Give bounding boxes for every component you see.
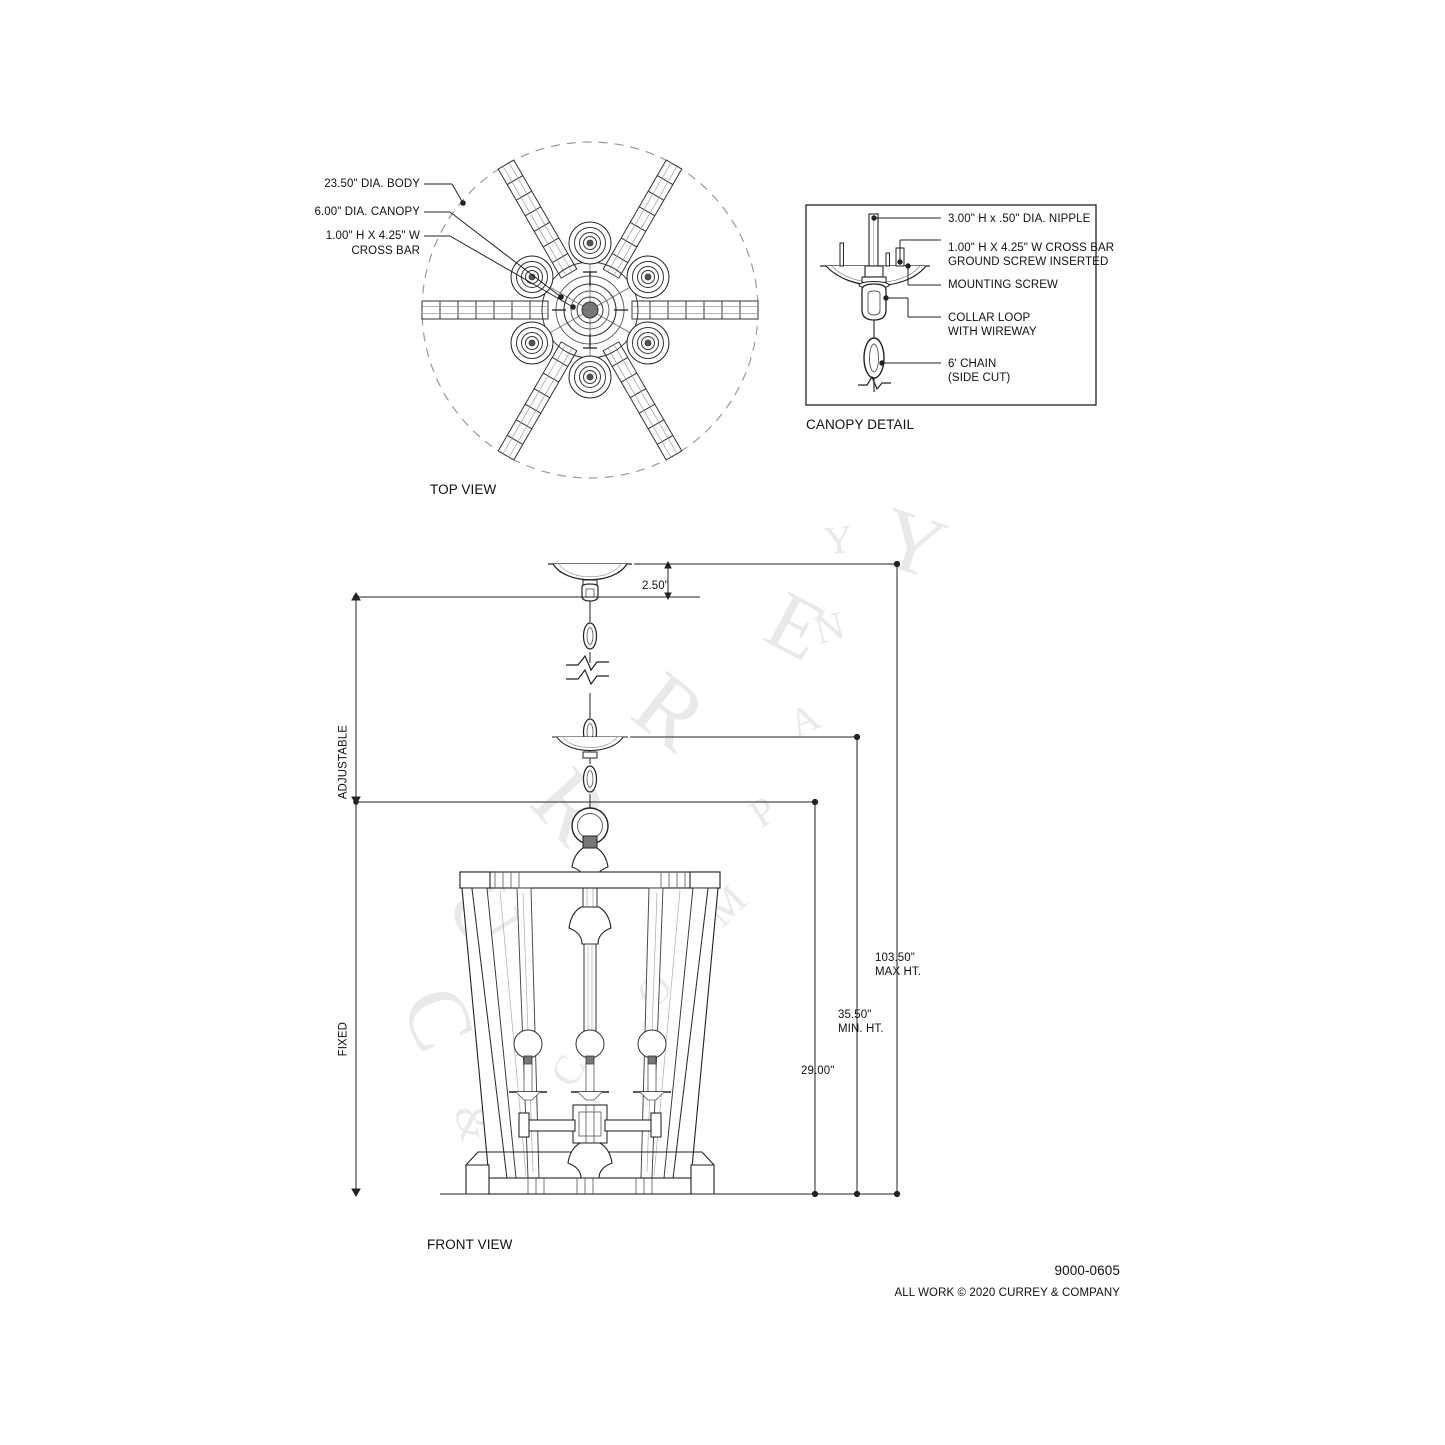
top-view-title: TOP VIEW <box>430 482 497 497</box>
canopy-callout-collar-loop-line2: WITH WIREWAY <box>948 326 1037 338</box>
front-view-drawing <box>440 563 740 1195</box>
zone-label-fixed: FIXED <box>337 1022 350 1057</box>
callout-cross-bar-line1: 1.00" H X 4.25" W <box>325 230 420 242</box>
canopy-callout-crossbar-line1: 1.00" H X 4.25" W CROSS BAR <box>948 242 1115 254</box>
dimension-body-height: 29.00" <box>801 1065 835 1077</box>
copyright-notice: ALL WORK © 2020 CURREY & COMPANY <box>894 1287 1120 1299</box>
front-view-title: FRONT VIEW <box>427 1237 513 1252</box>
canopy-callout-chain-line1: 6' CHAIN <box>948 358 997 370</box>
dimension-canopy-drop: 2.50" <box>642 580 669 592</box>
part-number: 9000-0605 <box>1054 1263 1120 1278</box>
zone-label-adjustable: ADJUSTABLE <box>337 725 350 800</box>
canopy-detail-drawing <box>805 204 1097 406</box>
dimension-max-height-line2: MAX HT. <box>875 966 922 978</box>
canopy-callout-collar-loop-line1: COLLAR LOOP <box>948 312 1031 324</box>
dimension-min-height-line2: MIN. HT. <box>838 1023 884 1035</box>
canopy-detail-title: CANOPY DETAIL <box>806 417 915 432</box>
callout-body-diameter: 23.50" DIA. BODY <box>324 178 420 190</box>
callout-canopy-diameter: 6.00" DIA. CANOPY <box>314 206 420 218</box>
callout-cross-bar-line2: CROSS BAR <box>351 245 420 257</box>
canopy-callout-mounting-screw: MOUNTING SCREW <box>948 279 1059 291</box>
canopy-callout-crossbar-line2: GROUND SCREW INSERTED <box>948 256 1109 268</box>
dimension-min-height-line1: 35.50" <box>838 1009 872 1021</box>
dimension-max-height-line1: 103.50" <box>875 952 915 964</box>
top-view-drawing <box>421 141 759 479</box>
front-view-dimension-lines <box>351 560 901 1198</box>
canopy-callout-chain-line2: (SIDE CUT) <box>948 372 1011 384</box>
canopy-callout-nipple: 3.00" H x .50" DIA. NIPPLE <box>948 213 1091 225</box>
front-view-bulbs <box>509 1029 671 1101</box>
